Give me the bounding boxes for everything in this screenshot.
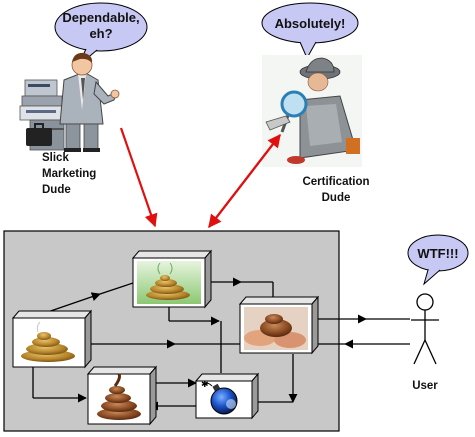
- bubble-certification: Absolutely!: [261, 2, 359, 60]
- component-a: [11, 309, 93, 369]
- bubble-marketing-line2: eh?: [89, 26, 112, 41]
- user-stick-figure: [411, 293, 439, 365]
- label-user: User: [412, 380, 438, 392]
- label-marketing-line1: Slick: [42, 152, 69, 164]
- bubble-certification-text: Absolutely!: [275, 16, 346, 31]
- red-arrow-certification-up: [208, 133, 281, 228]
- certification-dude-illustration: [262, 55, 362, 167]
- connection-lines: [32, 277, 410, 411]
- poop-pile-icon: [21, 321, 75, 362]
- bubble-marketing-line1: Dependable,: [62, 10, 139, 25]
- component-e: [238, 295, 320, 355]
- label-marketing-line3: Dude: [42, 184, 71, 196]
- bubble-user-text: WTF!!!: [417, 246, 458, 261]
- svg-text:✱: ✱: [201, 380, 209, 390]
- bubble-user: WTF!!!: [407, 234, 469, 286]
- bomb-icon: ✱: [201, 380, 238, 415]
- marketing-dude-illustration: [19, 52, 120, 152]
- component-d: ✱: [194, 372, 260, 420]
- label-certification-line1: Certification: [302, 176, 369, 188]
- poop-pile-icon: [97, 373, 141, 420]
- label-certification: Certification Dude: [302, 176, 369, 204]
- label-marketing: Slick Marketing Dude: [42, 152, 96, 196]
- poop-pile-steaming-icon: [146, 262, 190, 300]
- component-c: [86, 365, 158, 426]
- bubble-marketing: Dependable, eh?: [54, 2, 148, 67]
- poop-on-hands-icon: [244, 307, 308, 350]
- red-arrow-marketing: [119, 127, 158, 228]
- label-certification-line2: Dude: [322, 192, 351, 204]
- component-b: [131, 249, 213, 309]
- label-marketing-line2: Marketing: [42, 168, 96, 180]
